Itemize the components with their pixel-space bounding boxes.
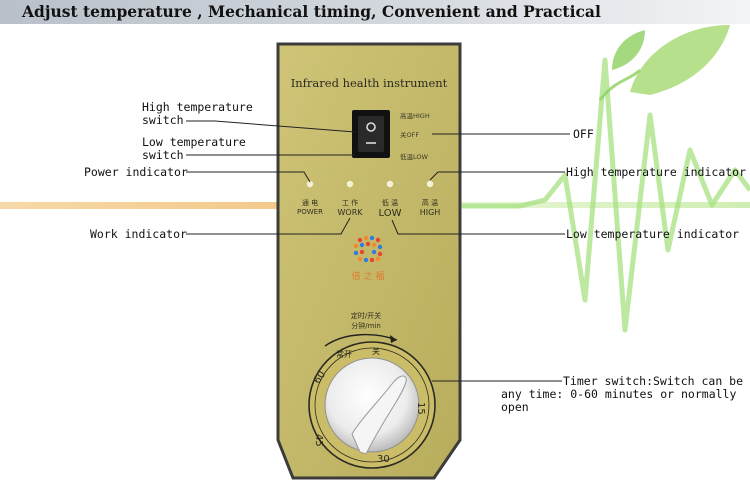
indicator-low-cn: 低 温	[382, 198, 398, 207]
callout-low-indicator: Low temperature indicator	[566, 227, 740, 241]
indicator-high-en: HIGH	[420, 208, 441, 217]
high-indicator-light	[426, 180, 434, 188]
leaf-large-icon	[630, 25, 730, 95]
leaf-small-icon	[612, 30, 645, 70]
brand-logo-text: 倍 之 福	[352, 270, 385, 282]
title-bar: Adjust temperature , Mechanical timing, …	[0, 0, 750, 24]
switch-on-icon	[366, 122, 376, 132]
callout-line-power	[186, 171, 311, 183]
callout-timer-switch: Timer switch:Switch can be any time: 0-6…	[501, 374, 744, 414]
timer-dial[interactable]	[308, 341, 436, 469]
callout-line-high-indicator	[429, 171, 565, 181]
callout-line-low-indicator	[391, 219, 565, 235]
ecg-line-icon	[462, 57, 750, 333]
indicator-low-en: LOW	[379, 208, 402, 219]
work-indicator-light	[346, 180, 354, 188]
switch-label-high: 高温HIGH	[400, 111, 430, 120]
callout-high-indicator: High temperature indicator	[566, 165, 747, 179]
callout-work: Work indicator	[90, 227, 187, 241]
rocker-switch[interactable]	[352, 110, 390, 158]
timer-mark-30: 30	[377, 454, 390, 465]
timer-caption-cn: 定时/开关	[351, 311, 381, 320]
callout-low-switch: Low temperature switch	[142, 135, 246, 162]
right-stripe	[460, 202, 750, 208]
timer-mark-off: 关	[372, 346, 380, 356]
switch-label-low: 低温LOW	[400, 152, 429, 161]
indicator-power-en: POWER	[297, 208, 323, 216]
callout-off: OFF	[573, 127, 594, 141]
timer-knob-grip	[351, 375, 407, 455]
left-stripe	[0, 202, 280, 209]
timer-mark-on: 常开	[336, 350, 352, 359]
indicator-power-cn: 通 电	[302, 198, 318, 207]
callout-line-high-switch	[186, 120, 356, 133]
indicator-high-cn: 高 温	[422, 198, 438, 207]
callout-lines	[186, 120, 570, 382]
switch-label-off: 关OFF	[400, 130, 419, 139]
timer-caption-unit: 分钟/min	[351, 321, 381, 330]
device-name: Infrared health instrument	[291, 76, 448, 90]
timer-mark-45: 45	[313, 434, 324, 447]
callout-line-work	[186, 217, 351, 235]
timer-mark-15: 15	[415, 402, 426, 415]
callout-power: Power indicator	[84, 165, 188, 179]
brand-logo-icon	[353, 235, 383, 263]
indicator-work-cn: 工 作	[342, 198, 358, 207]
power-indicator-light	[306, 180, 314, 188]
indicator-work-en: WORK	[337, 208, 363, 217]
low-indicator-light	[386, 180, 394, 188]
callout-high-switch: High temperature switch	[142, 100, 253, 127]
page-title: Adjust temperature , Mechanical timing, …	[22, 2, 601, 21]
